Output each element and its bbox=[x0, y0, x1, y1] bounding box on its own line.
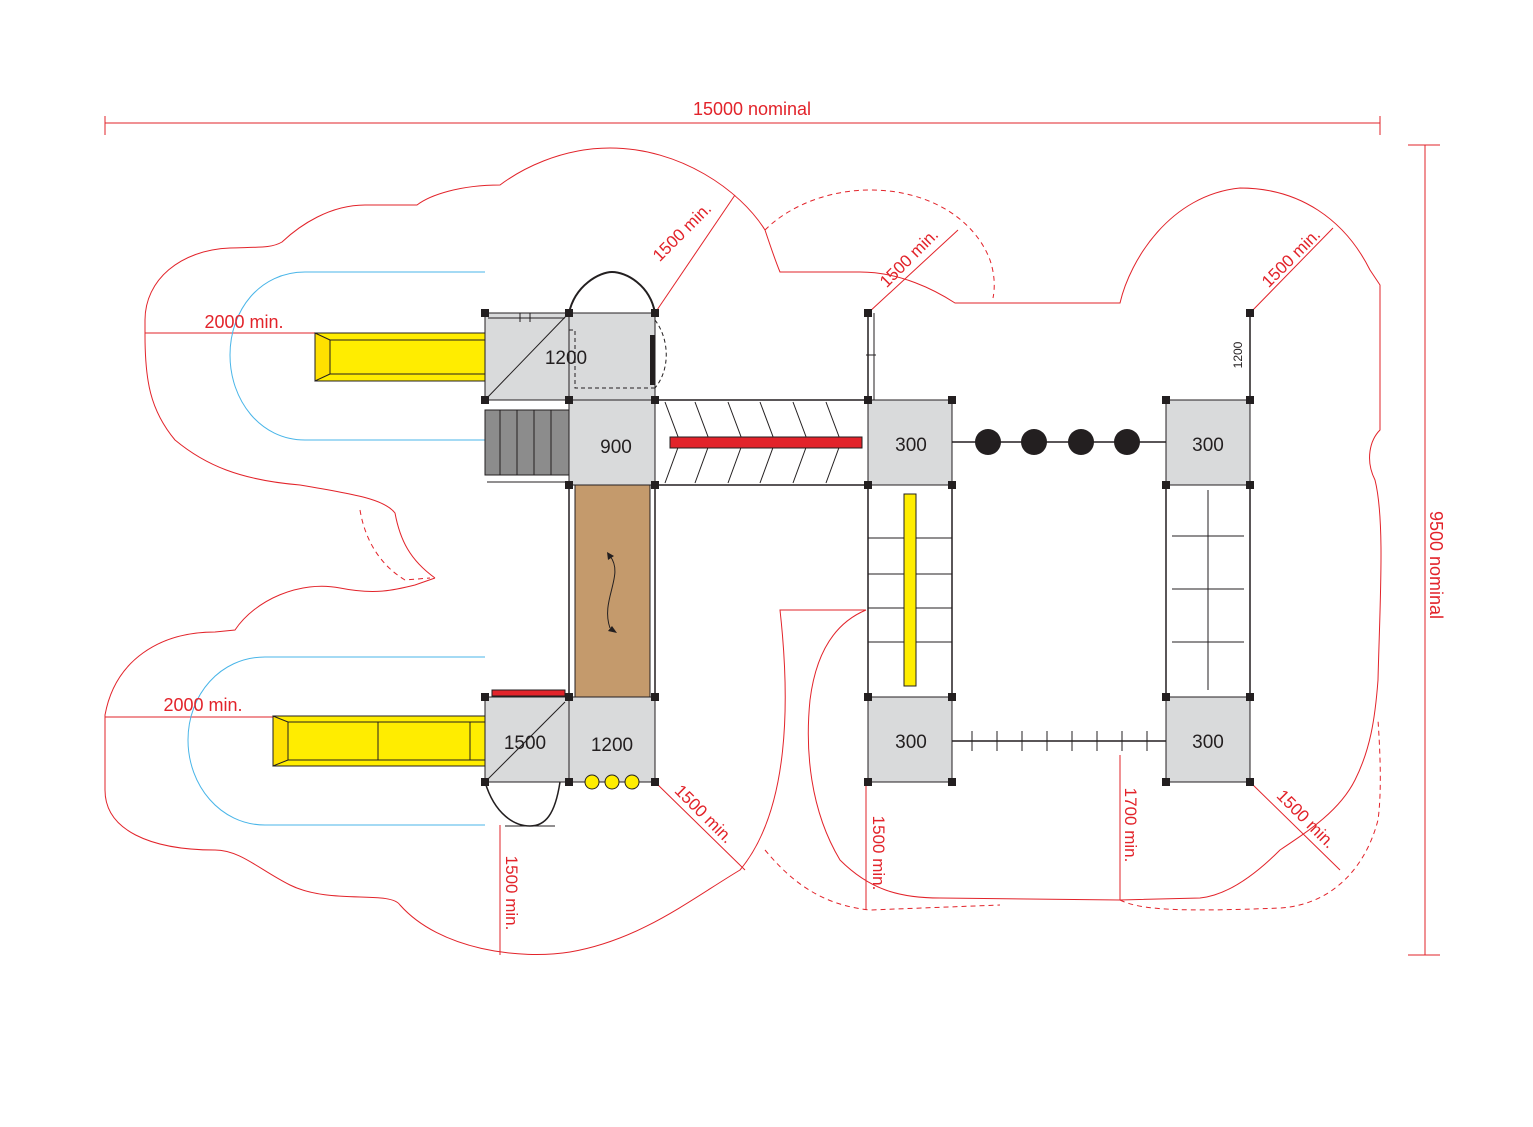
overall-height-dimension bbox=[1408, 144, 1440, 956]
safety-zone-left bbox=[104, 147, 1382, 955]
deck-label-bottom-left-a: 1500 bbox=[504, 733, 546, 754]
overall-width-label: 15000 nominal bbox=[693, 99, 811, 119]
stepping-pods bbox=[975, 429, 1140, 455]
overall-width-dimension bbox=[104, 116, 1381, 135]
right-frame bbox=[866, 313, 1251, 783]
bottom-slide-zone bbox=[187, 656, 485, 826]
deck-label-right-bottom-left: 300 bbox=[895, 732, 927, 753]
bottom-slide bbox=[272, 715, 486, 767]
deck-label-bottom-left-b: 1200 bbox=[591, 735, 633, 756]
deck-900 bbox=[568, 399, 656, 486]
chevron-bridge bbox=[655, 399, 868, 486]
steps bbox=[484, 409, 570, 483]
bottom-mid-clearance-label: 1500 min. bbox=[869, 816, 888, 891]
wobbly-bridge bbox=[568, 484, 656, 698]
posts bbox=[481, 309, 1254, 786]
bottom-left-decks bbox=[484, 689, 656, 827]
deck-label-900: 900 bbox=[600, 437, 632, 458]
top-center-clearance-label: 1500 min. bbox=[649, 199, 715, 265]
deck-label-right-top-right: 300 bbox=[1192, 435, 1224, 456]
top-slide bbox=[314, 332, 486, 382]
top-slide-zone-label: 2000 min. bbox=[204, 312, 283, 332]
overall-height-label: 9500 nominal bbox=[1426, 511, 1446, 619]
bottom-center-clearance-label: 1500 min. bbox=[671, 781, 737, 847]
top-middle-clearance-label: 1500 min. bbox=[876, 225, 942, 291]
post-height-label: 1200 bbox=[1231, 341, 1245, 368]
horizontal-ladder bbox=[868, 493, 952, 687]
deck-label-right-top-left: 300 bbox=[895, 435, 927, 456]
bottom-left-clearance-label: 1500 min. bbox=[502, 856, 521, 931]
bottom-right-clearance-label: 1500 min. bbox=[1273, 786, 1339, 852]
ladder-bridge bbox=[971, 731, 1148, 751]
deck-label-right-bottom-right: 300 bbox=[1192, 732, 1224, 753]
bottom-slide-zone-label: 2000 min. bbox=[163, 695, 242, 715]
bottom-right-gap-label: 1700 min. bbox=[1121, 788, 1140, 863]
deck-label-top-left: 1200 bbox=[545, 348, 587, 369]
crawl-net bbox=[1172, 490, 1244, 690]
top-slide-zone bbox=[229, 271, 485, 441]
top-right-clearance-label: 1500 min. bbox=[1258, 225, 1324, 291]
top-left-decks bbox=[484, 270, 667, 401]
